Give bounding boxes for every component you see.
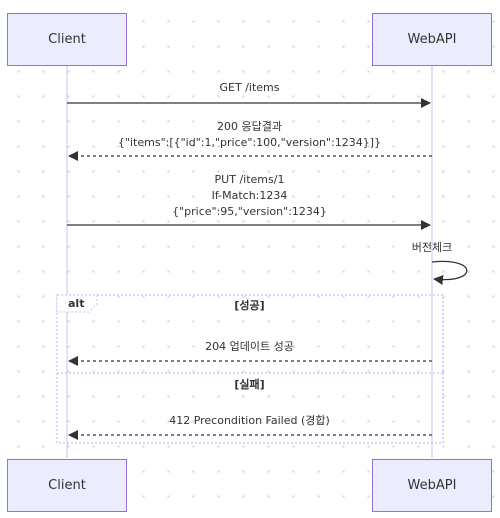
alt-success-condition: [성공] bbox=[234, 299, 265, 312]
actor-webapi-bottom: WebAPI bbox=[372, 459, 492, 512]
alt-label-box bbox=[56, 294, 98, 313]
put-item-line-1: PUT /items/1 bbox=[214, 173, 285, 186]
version-check-line-1: 버전체크 bbox=[411, 241, 453, 254]
response-200-line-2: {"items":[{"id":1,"price":100,"version":… bbox=[117, 136, 382, 149]
response-412-label: 412 Precondition Failed (경합) bbox=[67, 413, 432, 429]
response-200-line-1: 200 응답결과 bbox=[217, 120, 282, 133]
actor-webapi-top: WebAPI bbox=[372, 13, 492, 66]
put-item-label: PUT /items/1 If-Match:1234 {"price":95,"… bbox=[67, 172, 432, 220]
version-check-self-arrow bbox=[431, 260, 468, 285]
put-item-line-3: {"price":95,"version":1234} bbox=[172, 205, 327, 218]
get-items-label: GET /items bbox=[67, 80, 432, 96]
actor-client-bottom: Client bbox=[7, 459, 127, 512]
alt-failure-condition: [실패] bbox=[234, 378, 265, 391]
response-204-label: 204 업데이트 성공 bbox=[67, 339, 432, 355]
response-200-label: 200 응답결과 {"items":[{"id":1,"price":100,"… bbox=[67, 119, 432, 151]
version-check-label: 버전체크 bbox=[392, 240, 472, 256]
alt-block-frame bbox=[56, 294, 444, 444]
alt-keyword: alt bbox=[68, 297, 85, 310]
actor-client-top: Client bbox=[7, 13, 127, 66]
get-items-line-1: GET /items bbox=[219, 81, 280, 94]
response-204-line-1: 204 업데이트 성공 bbox=[205, 340, 294, 353]
response-412-line-1: 412 Precondition Failed (경합) bbox=[169, 414, 330, 427]
put-item-line-2: If-Match:1234 bbox=[211, 189, 288, 202]
